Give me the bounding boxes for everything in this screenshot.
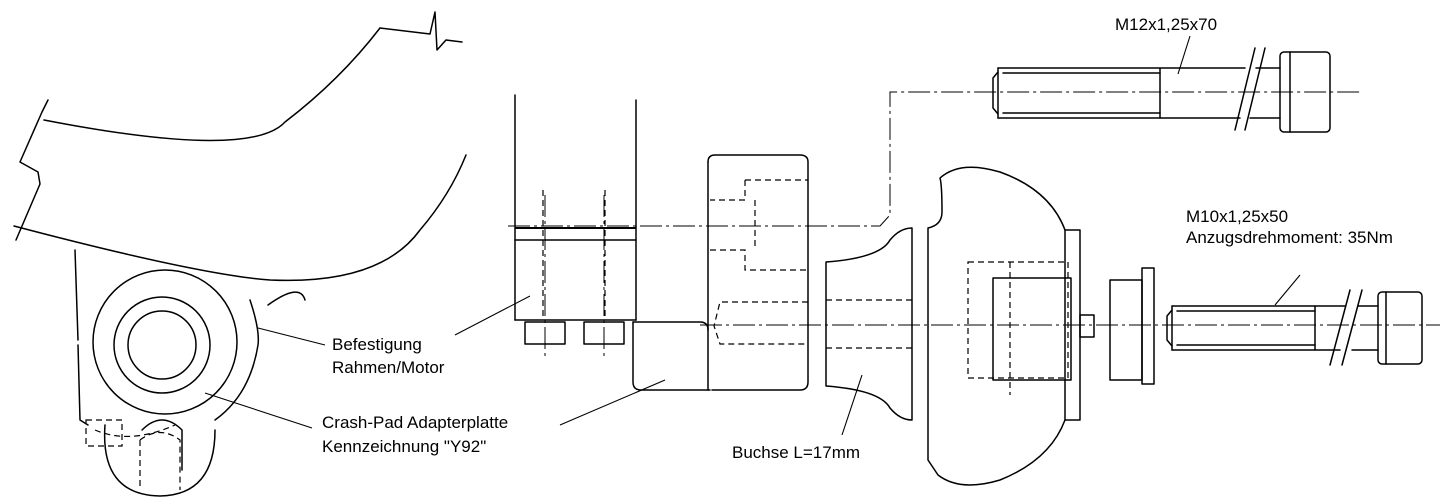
crash-pad-nose bbox=[1079, 314, 1095, 338]
plate-hidden-thread bbox=[713, 301, 808, 345]
lug-slot-top bbox=[141, 419, 183, 471]
mount-left-edge bbox=[74, 249, 89, 426]
mount-right-fillet bbox=[267, 291, 306, 306]
leader-lines bbox=[204, 35, 1301, 436]
screw-m12-tip bbox=[992, 71, 999, 115]
washer-body bbox=[1109, 279, 1143, 381]
screw-m10-part bbox=[1166, 289, 1423, 366]
label-screw-m10: M10x1,25x50 bbox=[1186, 207, 1288, 226]
leader-housing bbox=[454, 295, 531, 336]
screw-m12-break-2 bbox=[1244, 47, 1266, 131]
label-bushing: Buchse L=17mm bbox=[732, 443, 860, 462]
plate-hidden-counterbore-top bbox=[710, 180, 746, 201]
frame-tube-upper-edge bbox=[43, 27, 381, 142]
label-mount-line1: Befestigung bbox=[332, 335, 422, 354]
mount-boss-bore bbox=[127, 310, 197, 380]
bushing-part bbox=[825, 227, 913, 421]
centerline-m12-axis bbox=[508, 91, 1360, 227]
plate-step-top bbox=[632, 321, 709, 331]
screw-m12-break-1 bbox=[1234, 47, 1256, 131]
lug-slot-hidden bbox=[139, 431, 181, 490]
text-labels: M12x1,25x70 M10x1,25x50 Anzugsdrehmoment… bbox=[322, 15, 1393, 462]
leader-mount bbox=[257, 327, 326, 346]
leader-screw-m12 bbox=[1177, 35, 1191, 75]
lug-hidden-arc bbox=[94, 424, 176, 437]
leader-bushing bbox=[841, 374, 863, 436]
screw-m12-thread-outline bbox=[997, 67, 1161, 119]
screw-m10-tip bbox=[1166, 309, 1173, 347]
crash-pad-insert bbox=[992, 277, 1072, 381]
plate-upper-body bbox=[707, 154, 809, 391]
housing-block bbox=[514, 94, 637, 358]
label-screw-m12: M12x1,25x70 bbox=[1115, 15, 1217, 34]
lug-hidden-pocket bbox=[85, 419, 123, 447]
leader-adapter-plate bbox=[559, 379, 666, 426]
leader-adapter-boss bbox=[204, 392, 313, 429]
label-torque: Anzugsdrehmoment: 35Nm bbox=[1186, 228, 1393, 247]
label-adapter-line2: Kennzeichnung "Y92" bbox=[322, 437, 486, 456]
plate-hidden-counterbore-bottom bbox=[710, 249, 808, 271]
screw-m10-head bbox=[1377, 291, 1423, 365]
label-adapter-line1: Crash-Pad Adapterplatte bbox=[322, 413, 508, 432]
screw-m10-break-2 bbox=[1341, 289, 1363, 366]
mount-lower-lug bbox=[103, 424, 216, 497]
label-mount-line2: Rahmen/Motor bbox=[332, 358, 445, 377]
center-lines bbox=[508, 91, 1440, 326]
frame-break-top bbox=[379, 11, 463, 51]
washer-part bbox=[1109, 267, 1155, 385]
mount-right-edge bbox=[214, 299, 260, 421]
crash-pad-hidden-insert bbox=[967, 261, 1069, 379]
screw-m10-break-1 bbox=[1329, 289, 1351, 366]
frame-mount-part bbox=[13, 11, 467, 497]
crash-pad-outline bbox=[927, 166, 1081, 486]
frame-tube-lower-edge bbox=[13, 154, 467, 282]
washer-flange bbox=[1141, 267, 1155, 385]
frame-break-left bbox=[15, 99, 49, 241]
screw-m12-part bbox=[992, 47, 1331, 133]
bushing-outline bbox=[825, 227, 913, 421]
mount-boss-ring bbox=[113, 296, 211, 394]
leader-screw-m10 bbox=[1274, 274, 1301, 306]
mount-boss-outer bbox=[92, 269, 238, 415]
plate-lower-body bbox=[632, 321, 711, 391]
crash-pad-part bbox=[927, 166, 1095, 486]
adapter-plate bbox=[632, 154, 809, 391]
screw-m10-thread-outline bbox=[1171, 305, 1316, 351]
